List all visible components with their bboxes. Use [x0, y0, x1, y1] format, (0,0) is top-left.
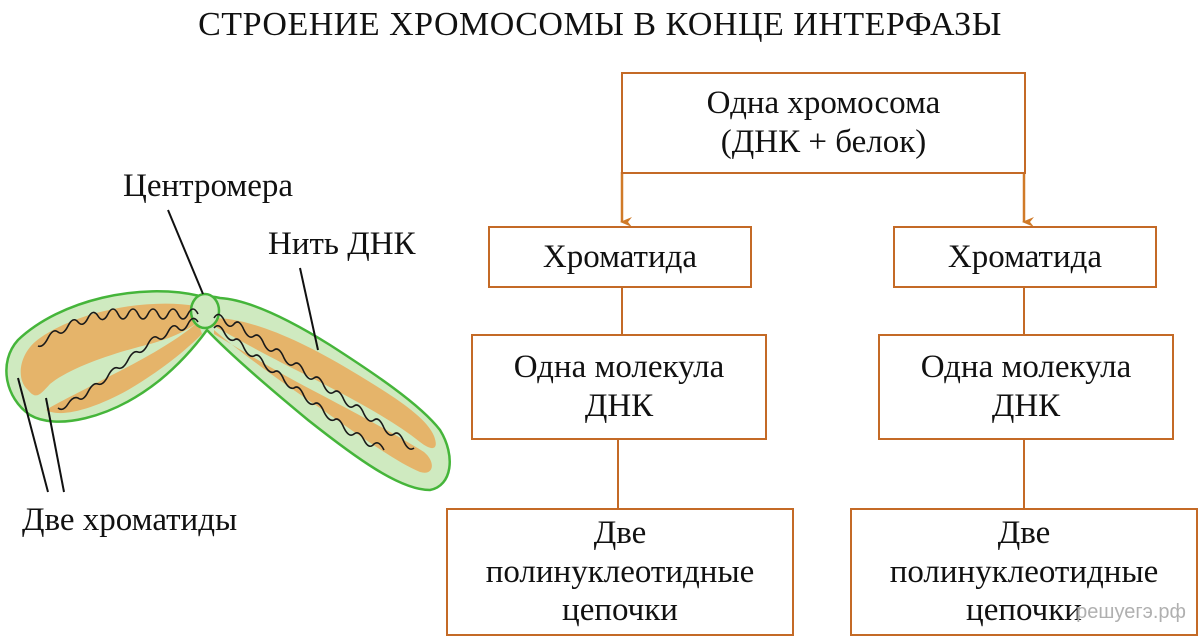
centromere-pointer	[167, 209, 204, 295]
box-dna-molecule-right-line-2: ДНК	[991, 388, 1061, 424]
dna-coil-right-lower	[213, 324, 385, 451]
watermark: решуегэ.рф	[1076, 601, 1186, 623]
box-dna-molecule-left: Одна молекула ДНК	[471, 334, 767, 440]
box-one-chromosome: Одна хромосома (ДНК + белок)	[621, 72, 1026, 174]
chromatid-pointer-2	[45, 397, 65, 493]
dna-coil-left-upper	[37, 308, 199, 348]
box-chains-right-line-3: цепочки	[966, 592, 1082, 629]
dna-thread-pointer	[299, 267, 319, 351]
box-chromatid-right: Хроматида	[893, 226, 1157, 288]
box-chains-left-line-2: полинуклеотидные	[485, 553, 755, 590]
box-dna-molecule-left-line-2: ДНК	[584, 388, 654, 424]
dna-coil-left-lower	[57, 317, 199, 411]
label-dna-thread: Нить ДНК	[268, 226, 416, 262]
chromatid-pointer-1	[17, 377, 49, 493]
box-chromatid-left: Хроматида	[488, 226, 752, 288]
box-dna-molecule-left-line-1: Одна молекула	[513, 349, 725, 386]
label-centromere: Центромера	[123, 168, 294, 204]
dna-coil-right-upper	[213, 313, 415, 450]
box-chains-right-line-2: полинуклеотидные	[889, 553, 1159, 590]
chromatid-right-arm-lower	[214, 330, 432, 473]
label-two-chromatids: Две хроматиды	[22, 502, 238, 538]
box-chains-right-line-1: Две	[997, 515, 1051, 552]
box-chains-left-line-1: Две	[593, 515, 647, 552]
chromatid-left-arm-lower	[46, 322, 202, 414]
page-title: СТРОЕНИЕ ХРОМОСОМЫ В КОНЦЕ ИНТЕРФАЗЫ	[198, 6, 1002, 43]
box-one-chromosome-line-2: (ДНК + белок)	[720, 124, 927, 160]
box-one-chromosome-line-1: Одна хромосома	[706, 85, 941, 122]
centromere	[189, 292, 221, 330]
box-chromatid-left-line-1: Хроматида	[542, 238, 698, 275]
chromatid-left-arm	[20, 303, 198, 396]
box-polynucleotide-chains-right: Две полинуклеотидные цепочки	[850, 508, 1198, 636]
box-polynucleotide-chains-left: Две полинуклеотидные цепочки	[446, 508, 794, 636]
box-chromatid-right-line-1: Хроматида	[947, 238, 1103, 275]
box-chains-left-line-3: цепочки	[562, 592, 678, 629]
box-dna-molecule-right: Одна молекула ДНК	[878, 334, 1174, 440]
box-dna-molecule-right-line-1: Одна молекула	[920, 349, 1132, 386]
